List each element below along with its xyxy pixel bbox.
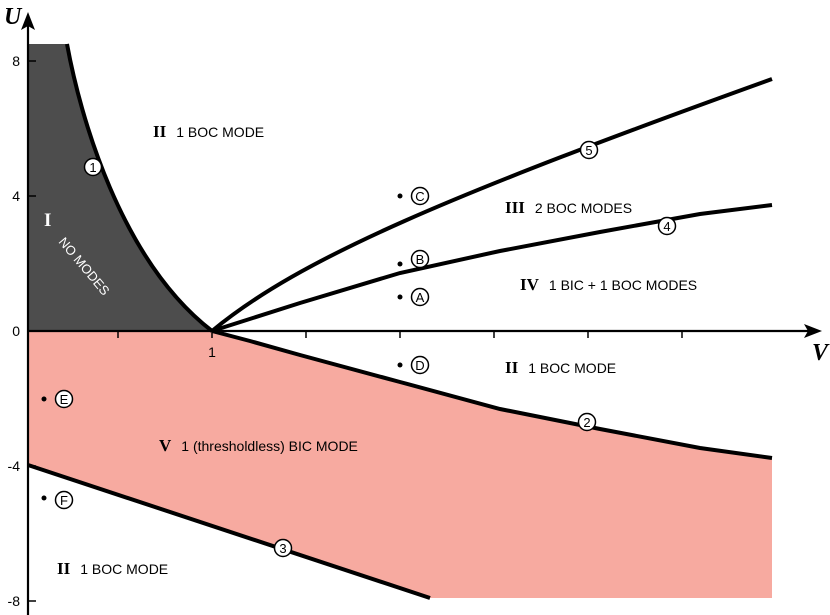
region-label-ii-right: II 1 BOC MODE (505, 358, 616, 377)
svg-text:C: C (415, 189, 424, 204)
svg-text:4: 4 (663, 219, 670, 234)
point-d: D (397, 355, 430, 375)
curve-marker-5: 5 (579, 140, 599, 160)
y-tick-label: 8 (12, 53, 20, 69)
curve-3 (27, 463, 431, 600)
y-tick-label: -8 (8, 593, 21, 609)
svg-text:1: 1 (89, 160, 96, 175)
svg-text:E: E (60, 392, 69, 407)
y-tick-label: 4 (12, 188, 20, 204)
curve-marker-1: 1 (83, 157, 103, 177)
svg-text:F: F (60, 493, 68, 508)
no-modes-region-fill (28, 44, 212, 331)
x-axis-label: V (812, 340, 830, 366)
region-label-iv: IV 1 BIC + 1 BOC MODES (520, 275, 697, 294)
region-label-ii-bottom: II 1 BOC MODE (57, 559, 168, 578)
svg-text:B: B (416, 252, 425, 267)
point-b: B (397, 249, 430, 269)
y-axis-ticks: 8 4 0 -4 -8 (8, 53, 36, 609)
y-axis-label: U (4, 4, 23, 30)
region-label-i-numeral: I (44, 210, 51, 231)
curve-4 (211, 203, 773, 333)
region-label-iii: III 2 BOC MODES (505, 198, 632, 217)
bic-region-fill (28, 331, 772, 598)
y-tick-label: -4 (8, 458, 21, 474)
x-axis-arrowhead (804, 324, 822, 338)
point-f: F (41, 490, 74, 510)
curve-marker-3: 3 (273, 538, 293, 558)
point-c: C (397, 186, 430, 206)
svg-text:2: 2 (583, 415, 590, 430)
curve-2 (211, 329, 773, 460)
svg-text:D: D (415, 358, 424, 373)
region-label-ii-top: II 1 BOC MODE (153, 122, 264, 141)
point-e: E (41, 389, 74, 409)
curve-5 (210, 77, 773, 333)
point-a: A (397, 287, 430, 307)
curve-marker-2: 2 (577, 412, 597, 432)
y-axis-arrowhead (21, 12, 35, 30)
x-tick-label-1: 1 (208, 344, 216, 360)
curve-1 (65, 43, 214, 333)
curve-marker-4: 4 (657, 216, 677, 236)
svg-text:A: A (416, 290, 425, 305)
y-tick-label: 0 (12, 323, 20, 339)
svg-text:5: 5 (585, 143, 592, 158)
region-label-v: V 1 (thresholdless) BIC MODE (159, 436, 358, 455)
svg-text:3: 3 (279, 541, 286, 556)
